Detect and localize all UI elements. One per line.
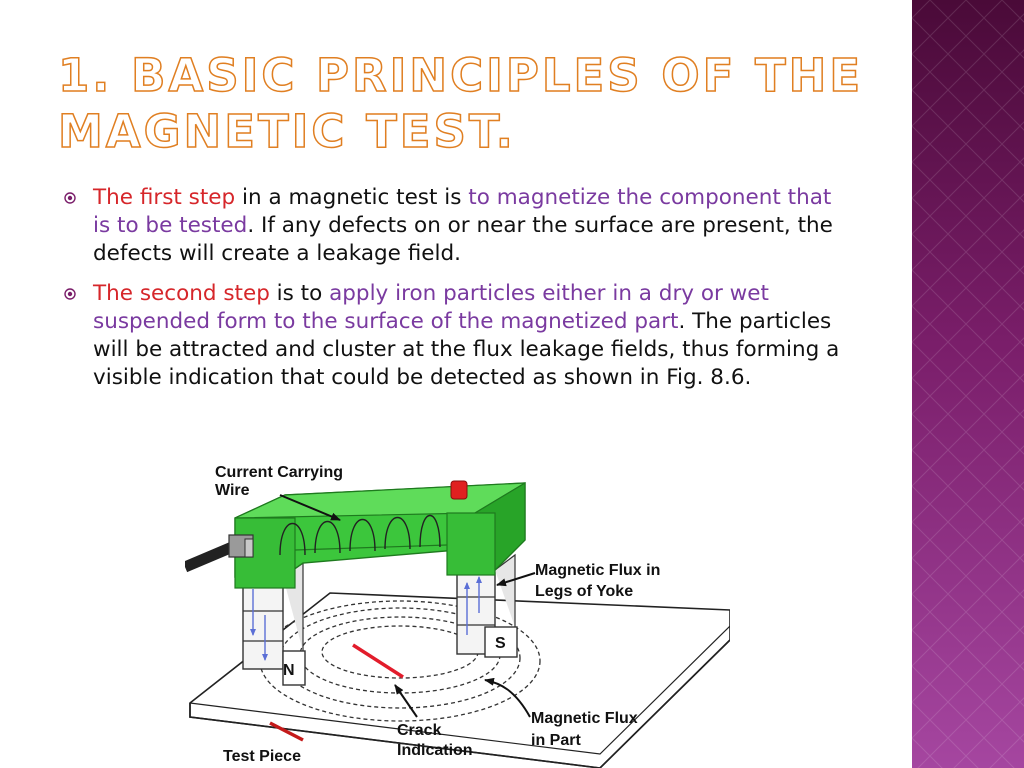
step-label: The first step: [93, 185, 236, 210]
label-in-part: in Part: [531, 732, 581, 749]
bullet-text: . If any defects on or near the surface …: [93, 213, 833, 266]
callout-arrows: [279, 494, 536, 718]
bullet-item: The first step in a magnetic test is to …: [60, 184, 850, 268]
label-magnetic-flux-part: Magnetic Flux: [531, 710, 638, 727]
switch-knob: [450, 480, 468, 500]
yoke-right-leg: S: [456, 553, 518, 658]
bullet-text: . The particles will be attracted and cl…: [93, 309, 840, 390]
bullet-item: The second step is to apply iron particl…: [60, 280, 850, 392]
crack-mark-test-piece: [269, 721, 304, 742]
power-cable: [185, 534, 254, 573]
coil-winding: [279, 515, 441, 556]
pole-s-label: S: [495, 635, 506, 652]
highlight-text: apply iron particles either in a dry or …: [93, 281, 769, 334]
step-label: The second step: [93, 281, 270, 306]
crack-indication-mark: [352, 643, 404, 679]
label-test-piece: Test Piece: [223, 748, 301, 765]
magnetic-yoke-figure: N S: [185, 464, 730, 768]
label-magnetic-flux-legs: Magnetic Flux in: [535, 562, 660, 579]
bullet-text: in a magnetic test is: [235, 185, 469, 210]
bullet-circle-icon: [64, 192, 76, 204]
bullet-text: is to: [269, 281, 330, 306]
yoke-top-bar: [234, 481, 526, 589]
highlight-text: to magnetize the component that is to be…: [93, 185, 832, 238]
bullet-list: The first step in a magnetic test is to …: [60, 184, 850, 404]
bullet-circle-icon: [64, 288, 76, 300]
label-current-carrying-wire: Current Carrying: [215, 464, 343, 481]
label-indication: Indication: [397, 742, 473, 759]
label-crack: Crack: [397, 722, 442, 739]
diamond-pattern: [912, 0, 1024, 768]
pole-n-label: N: [283, 662, 295, 679]
label-legs-of-yoke: Legs of Yoke: [535, 583, 633, 600]
decorative-side-band: [912, 0, 1024, 768]
test-piece-plate: [189, 592, 730, 768]
slide-title: 1. Basic principles of the magnetic test…: [57, 48, 864, 159]
label-wire: Wire: [215, 482, 250, 499]
